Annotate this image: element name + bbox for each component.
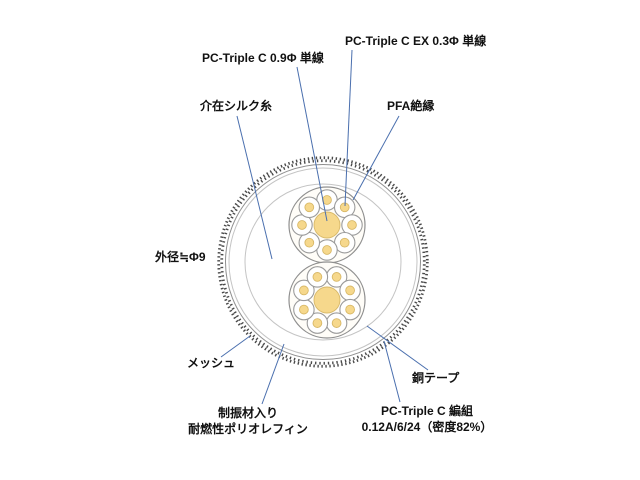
strand-core [299, 304, 309, 315]
label-copper-tape: 銅テープ [412, 371, 460, 385]
strand-core [339, 237, 350, 248]
strand-core [304, 202, 315, 213]
label-braid-line1: PC-Triple C 編組 [380, 404, 473, 418]
leader-line-ex-wire [344, 49, 353, 207]
strand-core [304, 237, 315, 248]
jacket-inner-ring [228, 167, 418, 357]
leader-line-core-wire [296, 66, 328, 222]
copper-tape-ring [244, 183, 402, 341]
conductor-bundle-top [288, 186, 366, 264]
leader-lines [220, 49, 429, 405]
conductor-bundle-bottom [288, 261, 366, 339]
leader-line-silk-filler [236, 115, 273, 260]
strand-core [345, 304, 355, 315]
strand-core [347, 220, 357, 230]
leader-line-braid [383, 340, 401, 403]
strand-core [299, 285, 309, 296]
center-conductor-top [313, 211, 341, 239]
label-mesh: メッシュ [187, 356, 236, 370]
label-silk-filler: 介在シルク糸 [200, 99, 273, 113]
leader-line-mesh [220, 335, 251, 358]
strand-core [331, 318, 342, 328]
leader-line-pfa [352, 115, 400, 201]
label-damping-jacket-line1: 制振材入り [217, 406, 278, 420]
leader-line-copper-tape [366, 325, 429, 371]
leader-line-damping [261, 343, 285, 405]
label-core-wire: PC-Triple C 0.9Φ 単線 [202, 51, 324, 65]
strand-core [312, 272, 323, 282]
strand-core [297, 220, 307, 230]
label-damping-jacket: 制振材入り 耐燃性ポリオレフィン [178, 406, 318, 437]
strand-core [331, 272, 342, 282]
label-braid-line2: 0.12A/6/24（密度82%） [361, 419, 493, 434]
strand-core [312, 318, 323, 328]
strand-core [345, 285, 355, 296]
strand-core [322, 245, 332, 255]
label-braid: PC-Triple C 編組 0.12A/6/24（密度82%） [352, 404, 502, 435]
label-ex-wire: PC-Triple C EX 0.3Φ 単線 [345, 34, 487, 48]
label-pfa-insulation: PFA絶縁 [387, 99, 435, 113]
label-damping-jacket-line2: 耐燃性ポリオレフィン [188, 421, 308, 436]
label-outer-diameter: 外径≒Φ9 [155, 250, 206, 264]
mesh-ring-inner [220, 159, 426, 365]
mesh-ring-outer [217, 156, 429, 368]
center-conductor-bottom [313, 286, 341, 314]
braid-ring [225, 164, 421, 360]
